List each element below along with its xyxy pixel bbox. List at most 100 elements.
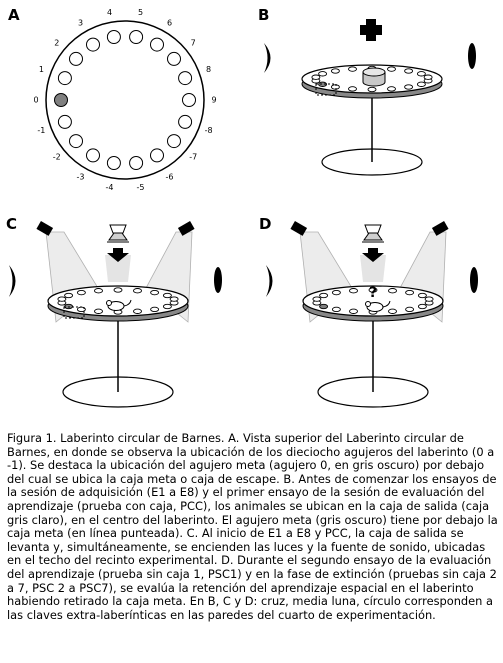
goal-box: [63, 306, 85, 319]
maze-holes: [54, 30, 196, 170]
maze-hole: [416, 71, 426, 77]
maze-hole: [311, 74, 321, 80]
maze-hole: [150, 37, 164, 52]
light-left-icon: [36, 221, 54, 236]
panel-d-letter: D: [259, 215, 271, 233]
panel-a-letter: A: [8, 6, 20, 24]
down-arrow-icon: [107, 248, 129, 262]
maze-hole: [312, 296, 322, 302]
hole-number-label: 9: [211, 96, 216, 105]
hole-number-label: 2: [54, 38, 59, 47]
maze-hole: [133, 288, 142, 294]
panel-c: C: [6, 215, 222, 408]
sound-beam: [360, 255, 386, 282]
hole-number-label: 3: [78, 18, 83, 27]
half-moon-cue-icon: [9, 265, 16, 297]
maze-hole: [423, 74, 433, 80]
maze-hole: [405, 289, 415, 296]
goal-hole: [319, 303, 329, 310]
maze-hole: [94, 288, 103, 294]
panel-d: D ?: [259, 215, 478, 408]
maze-hole: [416, 81, 426, 87]
hole-number-label: 4: [107, 8, 112, 17]
hole-number-label: 5: [138, 8, 143, 17]
maze-hole: [417, 303, 427, 310]
speaker-icon: [107, 224, 129, 243]
hole-number-label: -8: [205, 126, 213, 135]
half-moon-cue-icon: [264, 43, 271, 73]
half-moon-cue-icon: [266, 265, 273, 297]
maze-hole: [150, 289, 160, 296]
maze-hole: [348, 86, 357, 92]
maze-hole: [387, 66, 396, 72]
maze-hole: [330, 84, 340, 90]
hole-number-label: -1: [37, 126, 45, 135]
maze-top-view: [45, 20, 205, 180]
maze-hole: [150, 148, 164, 163]
panel-b: B: [258, 6, 476, 176]
maze-hole: [129, 156, 144, 170]
maze-holes: [311, 65, 433, 93]
mouse-icon: [106, 299, 132, 311]
circle-cue-icon: [470, 267, 478, 293]
maze-hole: [349, 308, 358, 314]
hole-number-label: -4: [106, 183, 114, 192]
maze-hole: [86, 148, 100, 163]
maze-hole: [69, 134, 83, 149]
maze-hole: [162, 303, 172, 310]
maze-hole: [318, 71, 328, 77]
maze-hole: [417, 292, 427, 299]
maze-hole: [57, 114, 72, 129]
light-right-icon: [431, 221, 449, 236]
circle-cue-icon: [468, 43, 476, 69]
panel-b-letter: B: [258, 6, 269, 24]
maze-holes: [57, 287, 179, 315]
maze-hole: [69, 51, 83, 66]
maze-hole: [404, 84, 414, 90]
start-box: [363, 72, 385, 82]
maze-hole: [319, 292, 329, 299]
speaker-icon: [362, 224, 384, 243]
hole-number-label: -6: [166, 173, 174, 182]
hole-number-label: 8: [206, 65, 211, 74]
maze-hole: [404, 68, 414, 74]
maze-hole: [405, 306, 415, 313]
maze-hole: [178, 71, 193, 86]
maze-hole: [57, 296, 67, 302]
start-box-top: [362, 67, 386, 77]
goal-hole: [318, 81, 328, 87]
maze-hole: [388, 288, 397, 294]
goal-box: [315, 83, 337, 96]
hole-number-label: 7: [191, 38, 196, 47]
maze-hole: [331, 289, 341, 296]
figure-caption: Figura 1. Laberinto circular de Barnes. …: [7, 431, 502, 622]
maze-hole: [178, 114, 193, 129]
maze-hole: [367, 86, 377, 93]
hole-number-label: 6: [167, 18, 172, 27]
maze-hole: [57, 71, 72, 86]
maze-hole: [182, 93, 196, 107]
cross-cue-icon: [360, 19, 382, 41]
maze-hole: [330, 68, 340, 74]
goal-hole: [54, 93, 68, 107]
maze-hole: [169, 296, 179, 302]
maze-hole: [129, 30, 144, 44]
maze-hole: [113, 287, 123, 293]
maze-hole: [106, 30, 121, 44]
hole-number-label: -7: [189, 153, 197, 162]
maze-hole: [64, 292, 74, 299]
maze-hole: [133, 308, 142, 314]
question-mark: ?: [369, 285, 377, 301]
circle-cue-icon: [214, 267, 222, 293]
hole-number-label: 0: [33, 96, 38, 105]
maze-hole: [387, 86, 396, 92]
maze-hole: [150, 306, 160, 313]
panel-c-letter: C: [6, 215, 17, 233]
hole-number-label: -5: [137, 183, 145, 192]
maze-hole: [162, 292, 172, 299]
maze-hole: [348, 66, 357, 72]
maze-hole: [76, 289, 86, 296]
mouse-icon: [365, 300, 391, 312]
